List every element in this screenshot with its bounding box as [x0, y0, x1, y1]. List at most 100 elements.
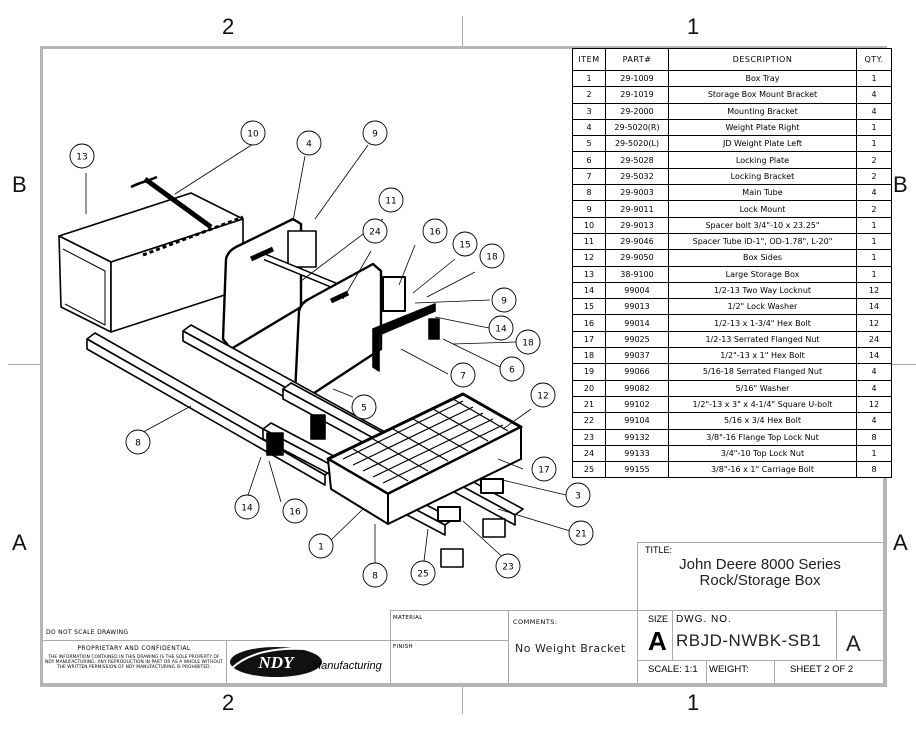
svg-text:18: 18: [522, 339, 534, 349]
callout-4: 4: [296, 130, 322, 156]
callout-14-bottom: 14: [234, 494, 260, 520]
zone-column-1-top: 1: [687, 14, 700, 39]
bom-part-number: 99037: [605, 347, 669, 365]
bom-description: 5/16 x 3/4 Hex Bolt: [668, 412, 857, 430]
zone-divider-left: [8, 364, 40, 365]
bom-item-number: 5: [572, 135, 606, 153]
title-block-divider: [637, 610, 883, 611]
bom-item-number: 21: [572, 395, 606, 414]
bom-quantity: 2: [856, 151, 892, 169]
svg-text:8: 8: [372, 572, 378, 582]
bom-description: 1/2-13 x 1-3/4" Hex Bolt: [668, 314, 857, 332]
svg-text:11: 11: [385, 197, 396, 207]
bom-part-number: 29-9050: [605, 249, 669, 267]
bom-description: Locking Bracket: [668, 167, 857, 186]
bom-quantity: 1: [856, 69, 892, 88]
scale: SCALE: 1:1: [648, 664, 698, 675]
bom-description: 1/2-13 Serrated Flanged Nut: [668, 330, 857, 349]
bom-quantity: 4: [856, 412, 892, 430]
bom-item-number: 18: [572, 347, 606, 365]
callout-18-top: 18: [479, 243, 505, 269]
zone-row-b-right: B: [893, 172, 908, 197]
bom-part-number: 29-1019: [605, 86, 669, 104]
bom-quantity: 12: [856, 314, 892, 332]
bom-item-number: 14: [572, 281, 606, 300]
bom-part-number: 99102: [605, 395, 669, 414]
bom-part-number: 29-9011: [605, 200, 669, 218]
title-block-divider: [390, 610, 637, 611]
bom-description: Locking Plate: [668, 151, 857, 169]
zone-row-a-right: A: [893, 530, 908, 555]
bom-description: Storage Box Mount Bracket: [668, 86, 857, 104]
bom-item-number: 17: [572, 330, 606, 349]
logo-mark: NDY: [258, 653, 296, 672]
weight-plate-left-part: [293, 262, 383, 401]
bom-item-number: 20: [572, 379, 606, 397]
finish-label: FINISH: [393, 644, 413, 650]
bom-quantity: 1: [856, 249, 892, 267]
bom-description: Large Storage Box: [668, 265, 857, 283]
weight: WEIGHT:: [709, 664, 749, 675]
ndy-logo-icon: NDY: [230, 647, 322, 677]
bom-part-number: 29-5020(L): [605, 135, 669, 153]
weight-plate-right-part: [221, 217, 317, 351]
svg-text:3: 3: [575, 492, 581, 502]
svg-text:5: 5: [361, 404, 367, 414]
bom-part-number: 99066: [605, 363, 669, 381]
callout-8-bottom: 8: [362, 562, 388, 588]
bom-item-number: 22: [572, 412, 606, 430]
zone-column-2-top: 2: [222, 14, 235, 39]
bom-item-number: 12: [572, 249, 606, 267]
callout-1: 1: [308, 533, 334, 559]
callout-9-top: 9: [362, 120, 388, 146]
zone-column-2-bottom: 2: [222, 690, 235, 715]
callout-14-mid: 14: [488, 315, 514, 341]
logo-text: Manufacturing: [312, 660, 382, 672]
bom-part-number: 99132: [605, 428, 669, 446]
bom-description: 3/4"-10 Top Lock Nut: [668, 444, 857, 463]
callout-8-left: 8: [125, 429, 151, 455]
bom-item-number: 4: [572, 118, 606, 137]
bom-item-number: 9: [572, 200, 606, 218]
bom-description: JD Weight Plate Left: [668, 135, 857, 153]
bom-part-number: 99025: [605, 330, 669, 349]
svg-text:9: 9: [501, 297, 507, 307]
svg-text:12: 12: [537, 392, 548, 402]
zone-divider-bottom: [462, 684, 463, 714]
bom-quantity: 2: [856, 167, 892, 186]
bom-quantity: 1: [856, 444, 892, 463]
bom-item-number: 15: [572, 298, 606, 316]
svg-text:18: 18: [486, 253, 498, 263]
svg-text:7: 7: [460, 372, 466, 382]
callout-11: 11: [378, 187, 404, 213]
callout-23: 23: [495, 553, 521, 579]
bom-description: 1/2"-13 x 1" Hex Bolt: [668, 347, 857, 365]
bom-description: 5/16-18 Serrated Flanged Nut: [668, 363, 857, 381]
zone-row-a-left: A: [12, 530, 27, 555]
bom-description: Main Tube: [668, 184, 857, 202]
bom-part-number: 29-1009: [605, 69, 669, 88]
drawing-title: John Deere 8000 Series Rock/Storage Box: [640, 557, 880, 589]
bom-item-number: 6: [572, 151, 606, 169]
zone-divider-right: [884, 364, 916, 365]
bom-item-number: 7: [572, 167, 606, 186]
svg-text:25: 25: [417, 570, 428, 580]
bom-part-number: 99013: [605, 298, 669, 316]
